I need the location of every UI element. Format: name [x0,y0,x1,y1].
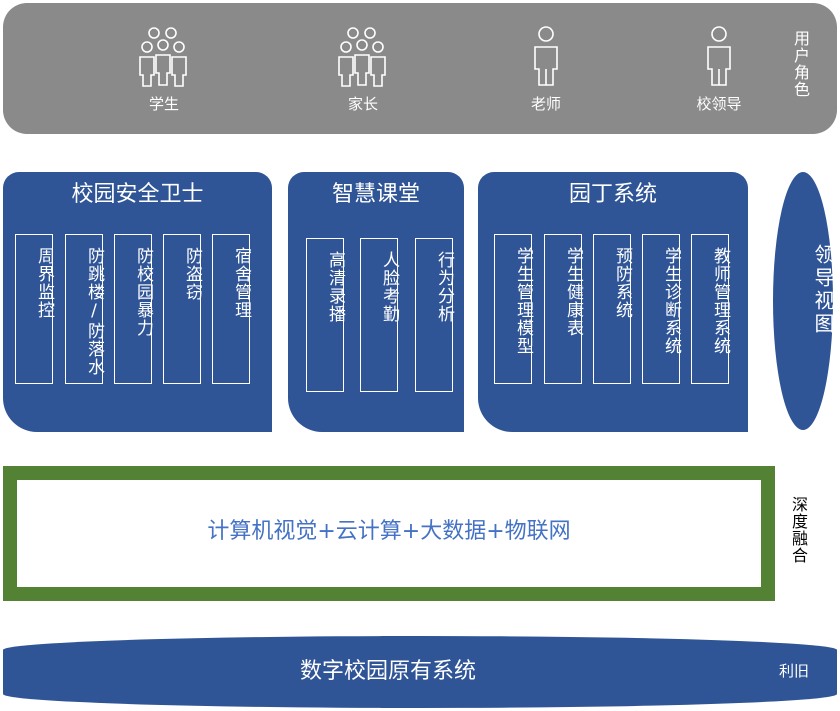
leader-view-ellipse: 领导视图 [773,172,835,430]
module-item: 学生健康表 [544,234,583,384]
module-item-label: 周界监控 [34,247,54,319]
user-roles-band: 学生 家长 老师 [3,3,837,134]
group-people-icon [338,27,386,87]
module-item: 高清录播 [306,238,345,392]
module-item-label: 宿舍管理 [231,247,251,319]
role-label: 学生 [148,95,179,113]
role-teacher: 老师 [491,25,601,125]
module-item: 人脸考勤 [360,238,399,392]
technology-band: 计算机视觉+云计算+大数据+物联网 [3,466,775,601]
module-item-label: 预防系统 [612,247,632,319]
module-item: 预防系统 [593,234,632,384]
module-item: 防跳楼/防落水 [65,234,104,384]
module-item-label: 人脸考勤 [379,251,399,323]
module-item-label: 学生健康表 [563,247,583,337]
legacy-system-band: 数字校园原有系统 利旧 [3,636,837,708]
module-title: 智慧课堂 [331,182,420,207]
module-gardener-system: 园丁系统 学生管理模型 学生健康表 预防系统 学生诊断系统 教师管理系统 [478,172,748,432]
module-item-label: 高清录播 [325,251,345,323]
module-item: 防盗窃 [163,234,202,384]
module-item-label: 防盗窃 [182,247,202,301]
module-item: 周界监控 [15,234,54,384]
role-label: 校领导 [696,95,742,113]
legacy-side-label: 利旧 [779,662,810,680]
module-item: 防校园暴力 [114,234,153,384]
module-item-label: 教师管理系统 [710,247,730,355]
role-student: 学生 [109,25,219,125]
module-item-label: 防校园暴力 [133,247,153,337]
person-icon [707,26,731,86]
module-item-label: 行为分析 [434,251,454,323]
module-title: 园丁系统 [568,182,657,207]
module-item: 教师管理系统 [691,234,730,384]
role-school-leader: 校领导 [664,25,774,125]
technology-text: 计算机视觉+云计算+大数据+物联网 [207,519,571,544]
module-item: 学生管理模型 [494,234,533,384]
group-people-icon [139,27,187,87]
module-smart-classroom: 智慧课堂 高清录播 人脸考勤 行为分析 [288,172,464,432]
module-title: 校园安全卫士 [71,182,204,207]
module-item-label: 学生诊断系统 [661,247,681,355]
module-item: 行为分析 [415,238,454,392]
person-icon [534,26,558,86]
module-item: 学生诊断系统 [642,234,681,384]
role-label: 家长 [347,95,378,113]
role-parent: 家长 [308,25,418,125]
leader-view-label: 领导视图 [811,244,835,336]
module-item-label: 学生管理模型 [513,247,533,355]
module-campus-safety: 校园安全卫士 周界监控 防跳楼/防落水 防校园暴力 防盗窃 宿舍管理 [3,172,272,432]
technology-inner: 计算机视觉+云计算+大数据+物联网 [17,480,761,587]
legacy-system-text: 数字校园原有系统 [299,659,476,684]
user-roles-side-label: 用户角色 [791,30,810,98]
module-item: 宿舍管理 [212,234,251,384]
role-label: 老师 [530,95,561,113]
technology-side-label: 深度融合 [789,496,808,564]
module-item-label: 防跳楼/防落水 [84,247,104,376]
